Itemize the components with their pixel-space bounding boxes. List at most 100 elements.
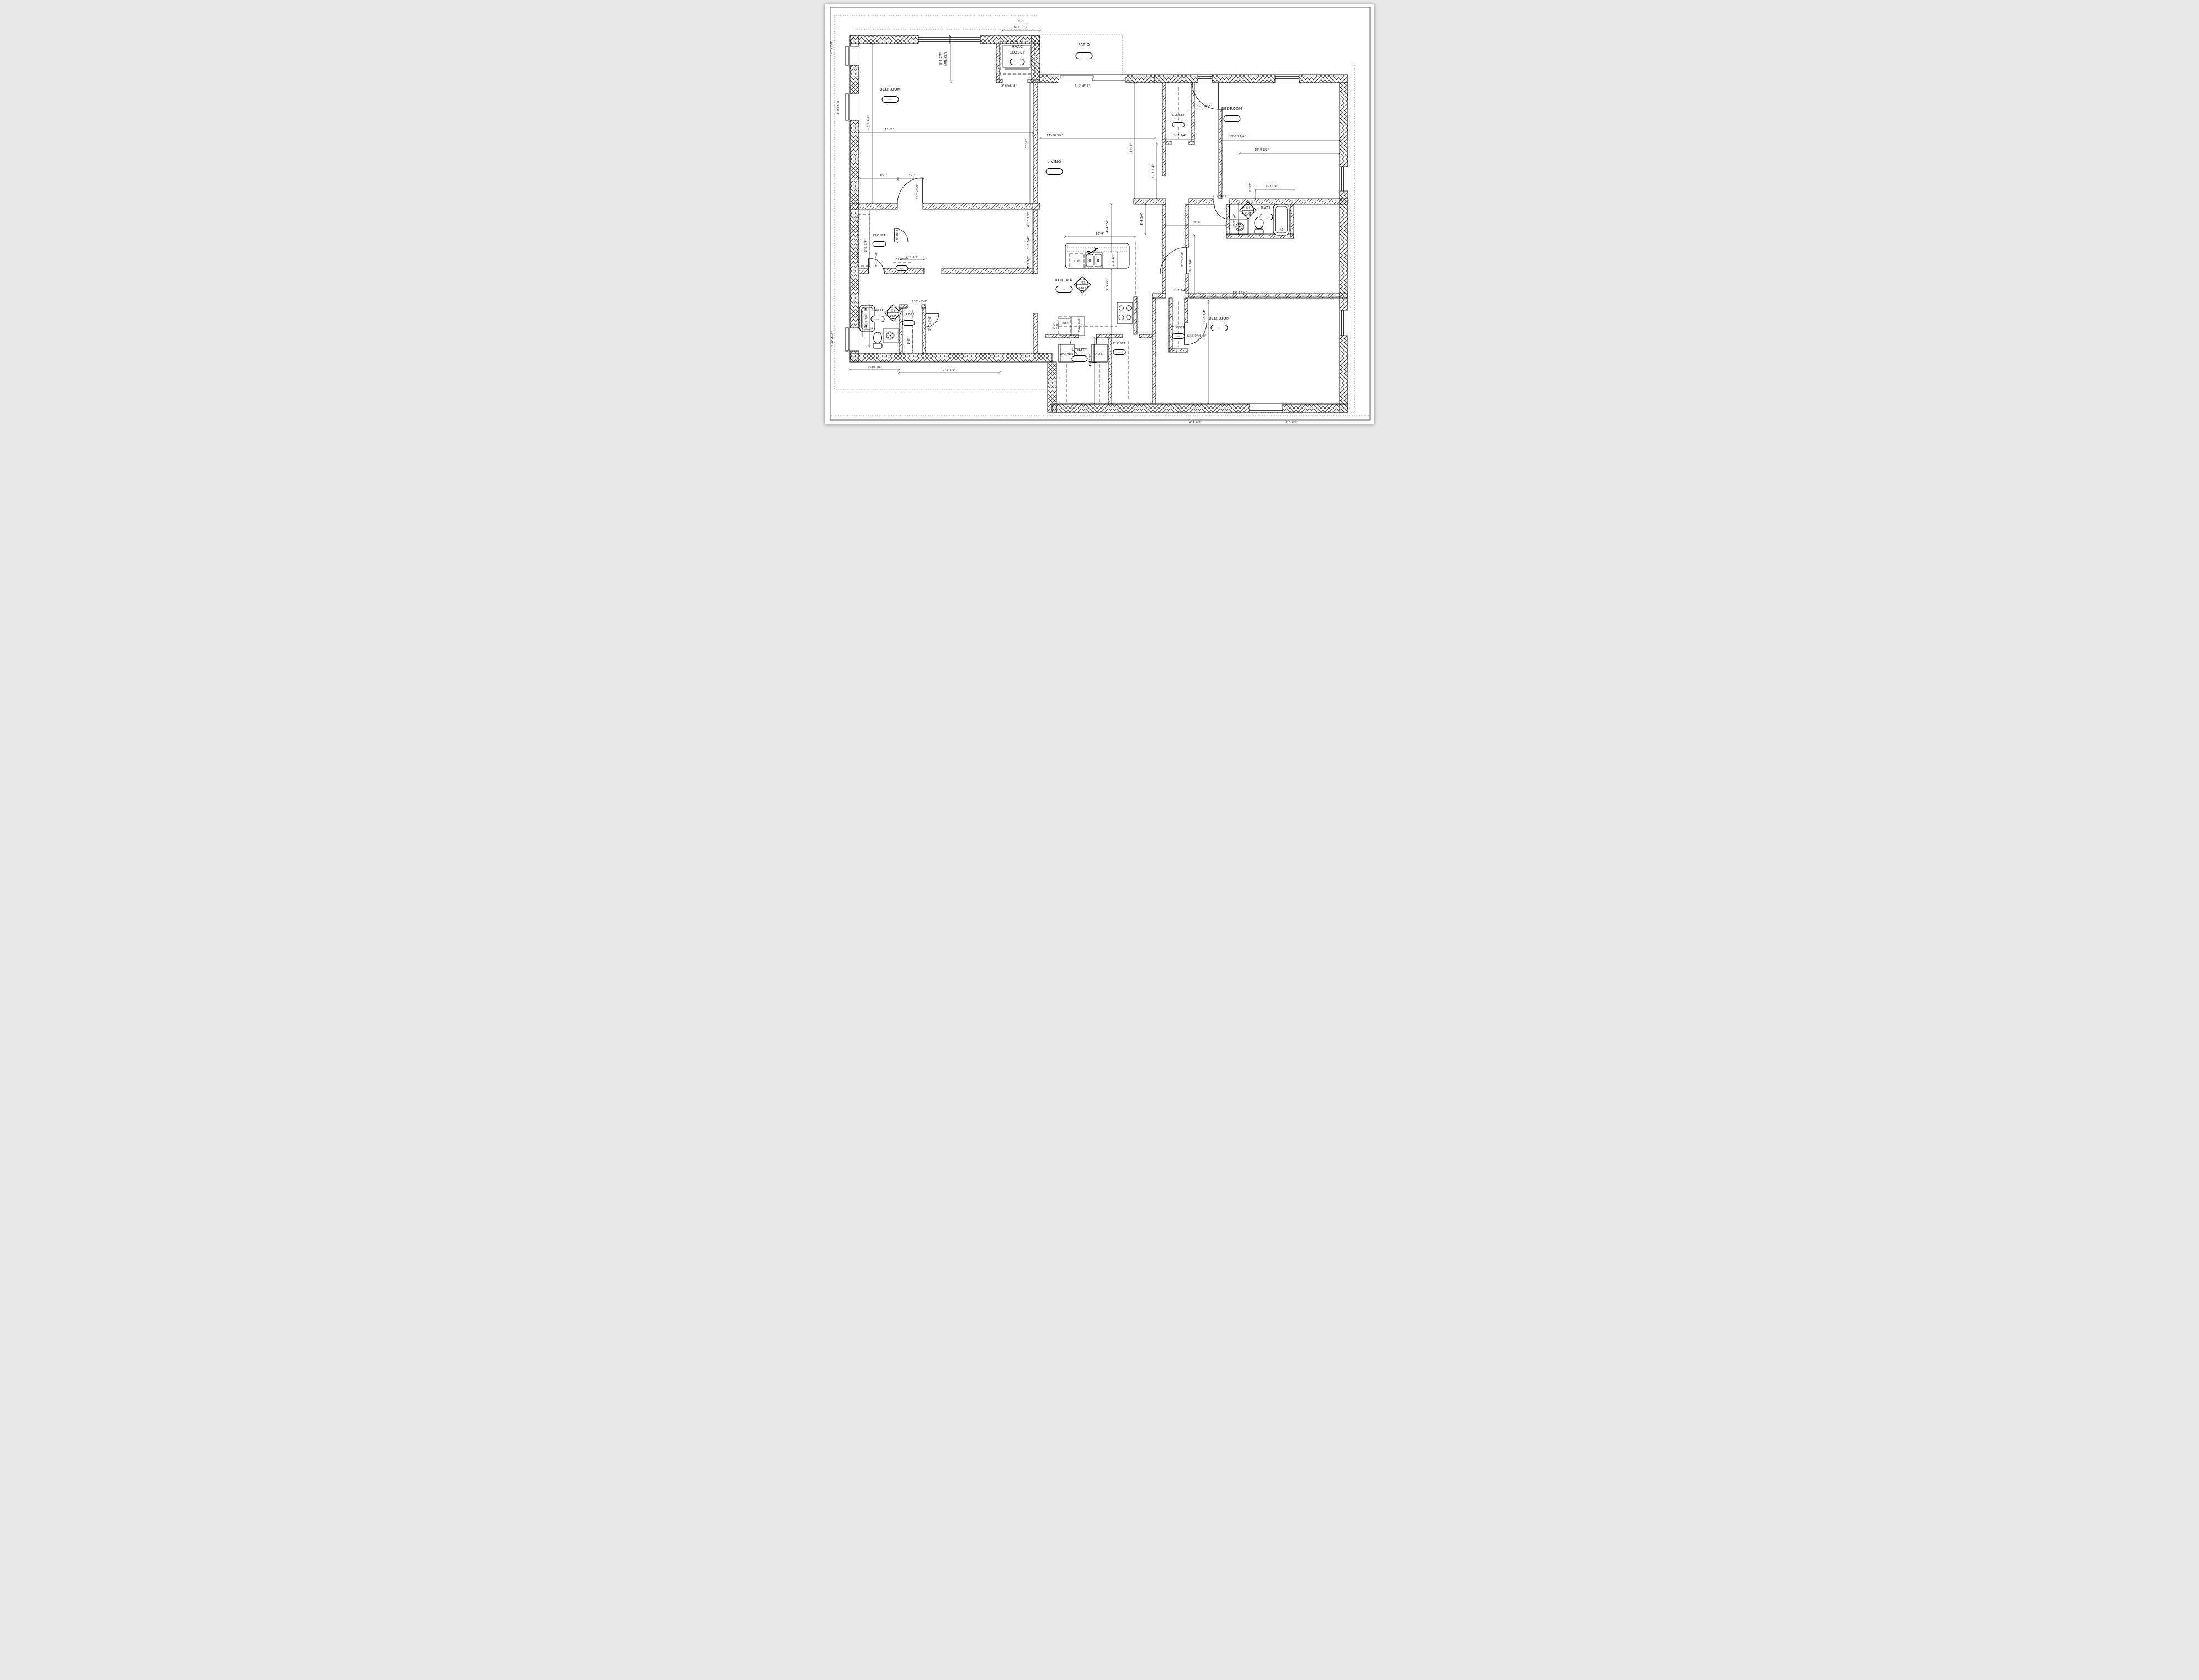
room-label-bedroom-2-tag bbox=[1223, 115, 1241, 122]
dim-hvac-width-note: MIN. CLR. bbox=[1014, 26, 1028, 29]
wall-left bbox=[849, 35, 859, 363]
dim-living-east: 12'-3" bbox=[1130, 143, 1133, 152]
room-label-living-tag bbox=[1045, 168, 1063, 175]
dim-island-left: 4'-4 3/4" bbox=[1106, 220, 1109, 232]
door-label-hvac: 2'-6"x6'-8" bbox=[1001, 84, 1017, 88]
dim-bottom-cut-right: 2'-4 3/4" bbox=[1285, 421, 1298, 424]
drawing-sheet: BEDROOM--BEDROOM--BEDROOM--LIVING--KITCH… bbox=[825, 4, 1374, 424]
room-label-patio-tag bbox=[1075, 52, 1093, 59]
room-label-closet-hall: CLOSET-- bbox=[895, 258, 909, 271]
wall-closet4-north-a bbox=[1111, 334, 1123, 338]
exterior-doors bbox=[845, 46, 859, 352]
room-label-living: LIVING-- bbox=[1045, 160, 1063, 175]
wall-hvac-south-b bbox=[1027, 79, 1040, 83]
room-label-bedroom-3-tag bbox=[1210, 325, 1228, 331]
svg-text:G1: G1 bbox=[891, 309, 895, 312]
dim-island-width: 10'-4" bbox=[1096, 232, 1104, 236]
svg-text:A105: A105 bbox=[889, 315, 897, 318]
window-bottom-bedroom3 bbox=[1249, 404, 1283, 412]
room-label-closet-utility-tag bbox=[1113, 349, 1126, 355]
room-label-hvac-closet-tag bbox=[1010, 59, 1025, 65]
wall-closet6-east bbox=[1191, 82, 1195, 142]
svg-text:BEDROOM: BEDROOM bbox=[880, 87, 901, 92]
label-washer: WASHER bbox=[1060, 353, 1073, 356]
svg-text:UTILITY: UTILITY bbox=[1072, 348, 1087, 352]
svg-text:PATIO: PATIO bbox=[1078, 42, 1090, 47]
svg-text:CLOSET: CLOSET bbox=[873, 234, 886, 237]
room-label-closet-bedroom-2: CLOSET-- bbox=[1172, 114, 1185, 127]
door-corridor bbox=[1160, 247, 1187, 274]
room-label-bath-1-tag bbox=[870, 316, 885, 322]
svg-text:LIVING: LIVING bbox=[1047, 160, 1061, 164]
windows bbox=[918, 35, 1348, 412]
dishwasher bbox=[1069, 253, 1085, 269]
window-patio-slider bbox=[1059, 75, 1126, 83]
svg-text:--: -- bbox=[1230, 118, 1234, 121]
door-label-bedroom1: 3'-0"x6'-8" bbox=[916, 184, 920, 199]
wall-mid-a bbox=[1133, 198, 1166, 205]
wall-closet3-north-b bbox=[921, 304, 926, 309]
wall-top-right bbox=[1154, 74, 1348, 83]
dim-utility-height: 4'-9 1/2" bbox=[1089, 354, 1092, 366]
refrigerator bbox=[1058, 316, 1085, 336]
wall-bedroom3-north-a bbox=[1152, 293, 1166, 299]
toilet-2 bbox=[1254, 217, 1264, 235]
dim-tub-1-2: 1'-2 3/4" bbox=[858, 317, 861, 329]
wall-bedroom2-west bbox=[1218, 109, 1223, 199]
sheet-border bbox=[830, 7, 1371, 421]
wall-hvac-east bbox=[1031, 35, 1040, 83]
wall-bedroom3-north-b bbox=[1188, 293, 1348, 299]
dim-ref-clr-note: CLR. bbox=[1056, 323, 1060, 329]
door-ext-left-mid bbox=[845, 93, 859, 121]
dim-bedroom1-height: 17'-3 1/2" bbox=[867, 115, 870, 130]
room-label-patio: PATIO-- bbox=[1075, 42, 1093, 59]
wall-kitchen-west-a bbox=[1033, 209, 1038, 274]
svg-text:G1: G1 bbox=[1246, 206, 1250, 210]
room-label-closet-bedroom-3-tag bbox=[1172, 333, 1185, 339]
door-label-closet-hall: 2'-6"x6'-8" bbox=[896, 228, 899, 243]
toilet-1 bbox=[873, 332, 883, 349]
wall-bottom-left bbox=[849, 353, 1053, 363]
wall-closet-south-a bbox=[858, 268, 869, 274]
svg-text:A105: A105 bbox=[1244, 212, 1252, 216]
door-label-bath2: 3'-0"x6'-8" bbox=[1213, 195, 1228, 198]
dim-closet-hall-width: 2'-4 3/4" bbox=[906, 256, 918, 259]
overhang-outline bbox=[834, 15, 1355, 413]
wall-hvac-south-a bbox=[996, 79, 1003, 83]
window-right-bedroom3 bbox=[1340, 310, 1348, 336]
wall-closet-south-c bbox=[941, 268, 1034, 274]
wall-utility-north-b bbox=[1096, 334, 1112, 338]
dim-closet5-top: 2'-7 3/4" bbox=[1173, 289, 1186, 293]
svg-text:BATH: BATH bbox=[872, 308, 883, 312]
svg-text:D11: D11 bbox=[1079, 281, 1085, 284]
dim-bedroom3-height: 12'-6 3/4" bbox=[1203, 310, 1207, 325]
wall-closet5-west bbox=[1168, 297, 1173, 353]
room-label-kitchen: KITCHEN-- bbox=[1055, 278, 1073, 293]
room-label-closet-master: CLOSET-- bbox=[872, 234, 886, 247]
room-label-closet-bath-tag bbox=[902, 320, 915, 326]
svg-text:BATH: BATH bbox=[1261, 206, 1272, 210]
wall-utility-east bbox=[1108, 337, 1112, 405]
wall-bedroom1-south-a bbox=[849, 203, 898, 210]
door-label-utility: 3'-0"x6'-8" bbox=[1078, 317, 1081, 333]
svg-text:--: -- bbox=[889, 98, 892, 102]
interior-walls bbox=[849, 43, 1348, 405]
dim-segment-5-1: 5'-1" bbox=[909, 174, 916, 177]
room-label-bedroom-1-tag bbox=[881, 96, 899, 103]
wall-corridor-east-a bbox=[1185, 204, 1189, 248]
dimension-lines bbox=[849, 30, 1341, 405]
svg-text:--: -- bbox=[1063, 288, 1066, 291]
dim-bedroom1-width: 13'-2" bbox=[885, 128, 894, 131]
wall-closet4-north-b bbox=[1139, 334, 1153, 338]
door-label-closet-master: 3'-0"x6'-8" bbox=[875, 252, 878, 267]
dim-hvac-width: 3'-0" bbox=[1018, 20, 1025, 23]
door-closet-bedroom3 bbox=[1184, 322, 1207, 345]
svg-text:A105: A105 bbox=[1079, 287, 1086, 290]
svg-text:--: -- bbox=[900, 267, 904, 270]
